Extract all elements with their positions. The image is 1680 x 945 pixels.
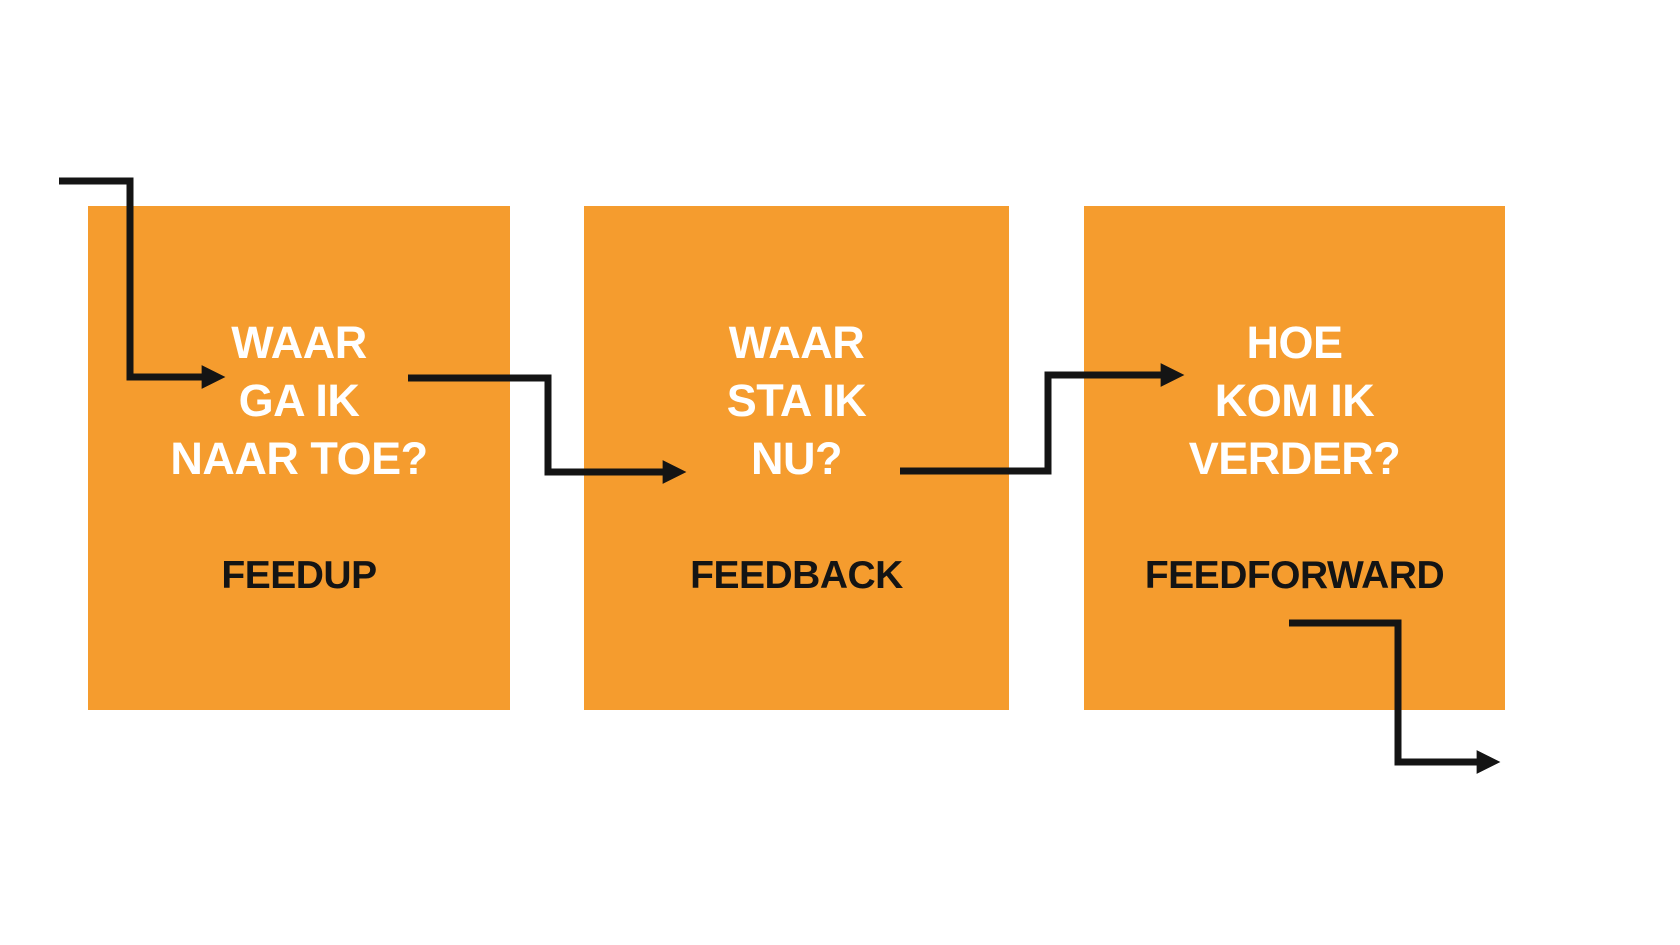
feedback-label: FEEDBACK (690, 554, 903, 597)
feedback-question: WAAR STA IK NU? (584, 314, 1009, 488)
feedup-label: FEEDUP (221, 554, 377, 597)
feedup-box: WAAR GA IK NAAR TOE? FEEDUP (88, 206, 510, 710)
feedback-box: WAAR STA IK NU? FEEDBACK (584, 206, 1009, 710)
feedup-question: WAAR GA IK NAAR TOE? (88, 314, 510, 488)
question-line: WAAR (231, 317, 367, 368)
question-line: NU? (751, 433, 842, 484)
question-line: WAAR (728, 317, 865, 368)
feedforward-box: HOE KOM IK VERDER? FEEDFORWARD (1084, 206, 1505, 710)
feedforward-label: FEEDFORWARD (1144, 554, 1445, 597)
question-line: NAAR TOE? (170, 433, 428, 484)
question-line: KOM IK (1214, 375, 1375, 426)
question-line: STA IK (726, 375, 867, 426)
question-line: VERDER? (1188, 433, 1401, 484)
question-line: GA IK (238, 375, 360, 426)
feedforward-question: HOE KOM IK VERDER? (1084, 314, 1505, 488)
question-line: HOE (1246, 317, 1343, 368)
